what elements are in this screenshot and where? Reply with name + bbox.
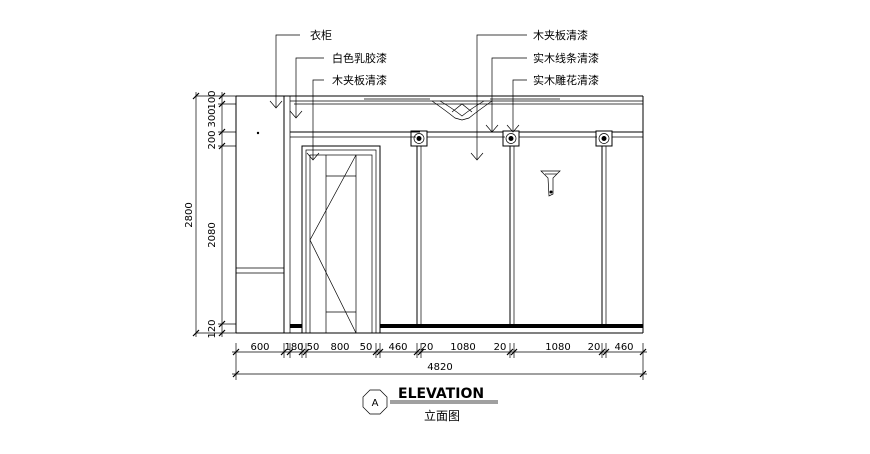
- note-plywood-varnish-right: 木夹板清漆: [533, 28, 588, 42]
- vertical-dimensions: [192, 92, 236, 337]
- dim-height-100: 100: [207, 90, 218, 109]
- section-marker-octagon: [362, 389, 388, 415]
- dim-width-20-c: 20: [588, 342, 601, 353]
- title-block: [362, 389, 498, 415]
- dim-height-2080: 2080: [207, 222, 218, 247]
- dim-total-height: 2800: [184, 202, 195, 227]
- dim-height-300: 300: [207, 108, 218, 127]
- leader-lines-right: [470, 34, 527, 161]
- title-elevation: ELEVATION: [398, 386, 484, 402]
- note-wardrobe: 衣柜: [310, 28, 332, 42]
- wardrobe: [236, 96, 285, 333]
- door: [301, 145, 381, 334]
- dim-total-width: 4820: [427, 362, 452, 373]
- dim-width-180: 180: [284, 342, 303, 353]
- panel-frame: [290, 130, 643, 328]
- dim-width-50-right: 50: [360, 342, 373, 353]
- section-marker-letter: A: [372, 398, 379, 409]
- wall-sconce: [540, 170, 561, 197]
- dim-width-20-b: 20: [494, 342, 507, 353]
- dim-width-460-left: 460: [388, 342, 407, 353]
- dim-width-800: 800: [330, 342, 349, 353]
- note-plywood-varnish-left: 木夹板清漆: [332, 73, 387, 87]
- dim-height-120: 120: [207, 319, 218, 338]
- note-wood-trim-varnish: 实木线条清漆: [533, 51, 599, 65]
- horizontal-dimensions: [232, 343, 647, 380]
- title-elevation-chinese: 立面图: [424, 408, 460, 423]
- note-carving-varnish: 实木雕花清漆: [533, 73, 599, 87]
- dim-width-460-right: 460: [614, 342, 633, 353]
- dim-width-1080-b: 1080: [545, 342, 570, 353]
- leader-lines-left: [269, 34, 324, 161]
- dim-height-200: 200: [207, 130, 218, 149]
- dim-width-20-a: 20: [421, 342, 434, 353]
- dim-width-50-left: 50: [307, 342, 320, 353]
- dim-width-1080-a: 1080: [450, 342, 475, 353]
- note-white-latex-paint: 白色乳胶漆: [332, 51, 387, 65]
- dim-width-600: 600: [250, 342, 269, 353]
